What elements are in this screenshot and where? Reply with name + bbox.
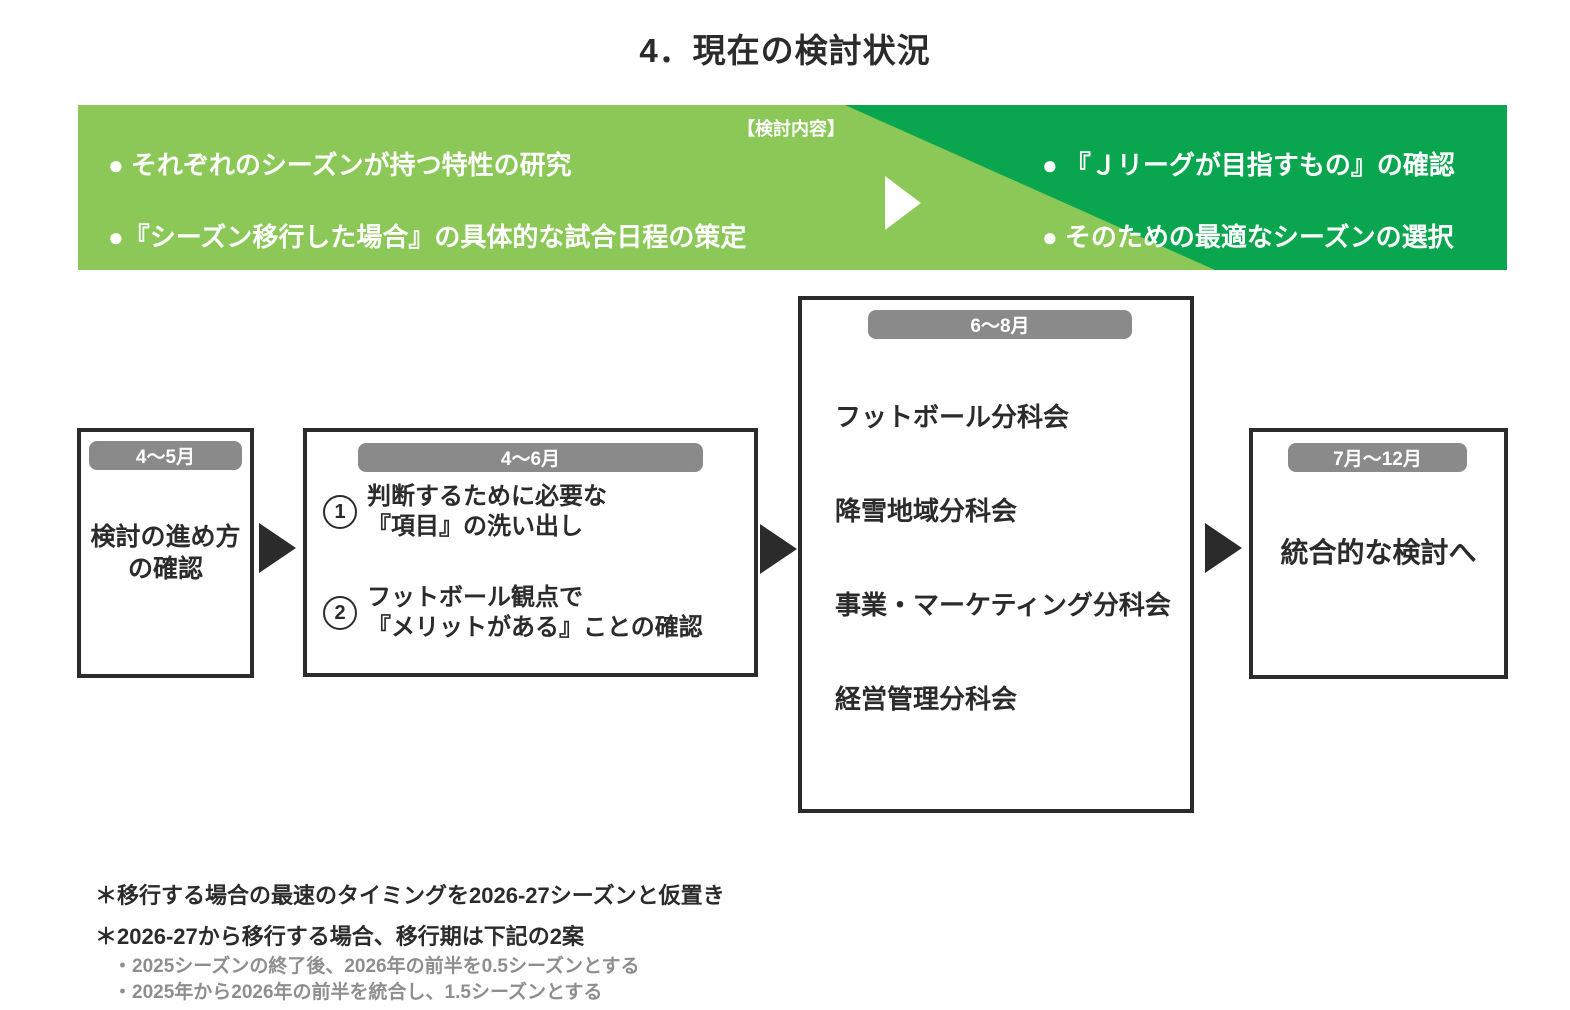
numbered-item-1-line1: 判断するために必要な (367, 483, 607, 510)
banner-right-bullet-1: ● 『Ｊリーグが目指すもの』の確認 (1042, 150, 1455, 180)
numbered-item-2-text: フットボール観点で 『メリットがある』ことの確認 (367, 583, 703, 644)
numbered-item-1: 1 判断するために必要な 『項目』の洗い出し (323, 482, 703, 543)
banner-left-bullet-1: ● それぞれのシーズンが持つ特性の研究 (108, 150, 572, 180)
subcommittee-item-snow-region: 降雪地域分科会 (835, 496, 1018, 526)
period-badge-step2: 4〜6月 (358, 443, 703, 472)
page-title: 4．現在の検討状況 (639, 32, 931, 69)
flow-arrow-right-icon-3 (1205, 523, 1242, 573)
flow-box-step1: 4〜5月 検討の進め方 の確認 (77, 428, 254, 678)
flow-box-step1-text: 検討の進め方 の確認 (81, 432, 250, 674)
numbered-item-2-line2: 『メリットがある』ことの確認 (367, 614, 703, 642)
period-badge-step4: 7月～12月 (1288, 443, 1467, 472)
subcommittee-item-management: 経営管理分科会 (835, 684, 1018, 714)
footnote-1: ＊移行する場合の最速のタイミングを2026-27シーズンと仮置き (95, 883, 725, 908)
footnote-2: ＊2026-27から移行する場合、移行期は下記の2案 (95, 924, 584, 949)
numbered-item-2: 2 フットボール観点で 『メリットがある』ことの確認 (323, 583, 703, 644)
subcommittee-item-football: フットボール分科会 (835, 402, 1070, 432)
period-badge-step3: 6〜8月 (868, 310, 1132, 339)
footnote-2-sub-2: ・2025年から2026年の前半を統合し、1.5シーズンとする (113, 982, 603, 1003)
banner-right-bullet-2: ● そのための最適なシーズンの選択 (1042, 222, 1454, 252)
numbered-item-1-text: 判断するために必要な 『項目』の洗い出し (367, 482, 607, 543)
subcommittee-item-business-marketing: 事業・マーケティング分科会 (835, 590, 1171, 620)
flow-box-step3: 6〜8月 フットボール分科会 降雪地域分科会 事業・マーケティング分科会 経営管… (798, 296, 1194, 813)
review-content-banner: 【検討内容】 ● それぞれのシーズンが持つ特性の研究 ●『シーズン移行した場合』… (78, 105, 1507, 270)
numbered-item-1-line2: 『項目』の洗い出し (367, 513, 583, 541)
numbered-item-2-line1: フットボール観点で (367, 583, 583, 611)
flow-box-step1-line2: の確認 (127, 555, 203, 583)
period-badge-step1: 4〜5月 (89, 441, 242, 470)
flow-box-step4: 7月～12月 統合的な検討へ (1249, 428, 1508, 679)
flow-box-step2: 4〜6月 1 判断するために必要な 『項目』の洗い出し 2 フットボール観点で … (303, 428, 758, 677)
circled-number-1-icon: 1 (323, 495, 357, 530)
banner-arrow-right-icon (885, 176, 921, 230)
banner-heading-label: 【検討内容】 (737, 119, 845, 139)
flow-arrow-right-icon-2 (760, 524, 797, 574)
subcommittee-list: フットボール分科会 降雪地域分科会 事業・マーケティング分科会 経営管理分科会 (835, 400, 1171, 716)
footnote-2-sub-1: ・2025シーズンの終了後、2026年の前半を0.5シーズンとする (113, 956, 640, 977)
banner-left-bullet-2: ●『シーズン移行した場合』の具体的な試合日程の策定 (108, 222, 747, 252)
flow-arrow-right-icon-1 (259, 523, 296, 573)
circled-number-2-icon: 2 (323, 596, 357, 631)
flow-box-step4-text: 統合的な検討へ (1280, 537, 1477, 569)
flow-box-step1-line1: 検討の進め方 (90, 522, 241, 551)
